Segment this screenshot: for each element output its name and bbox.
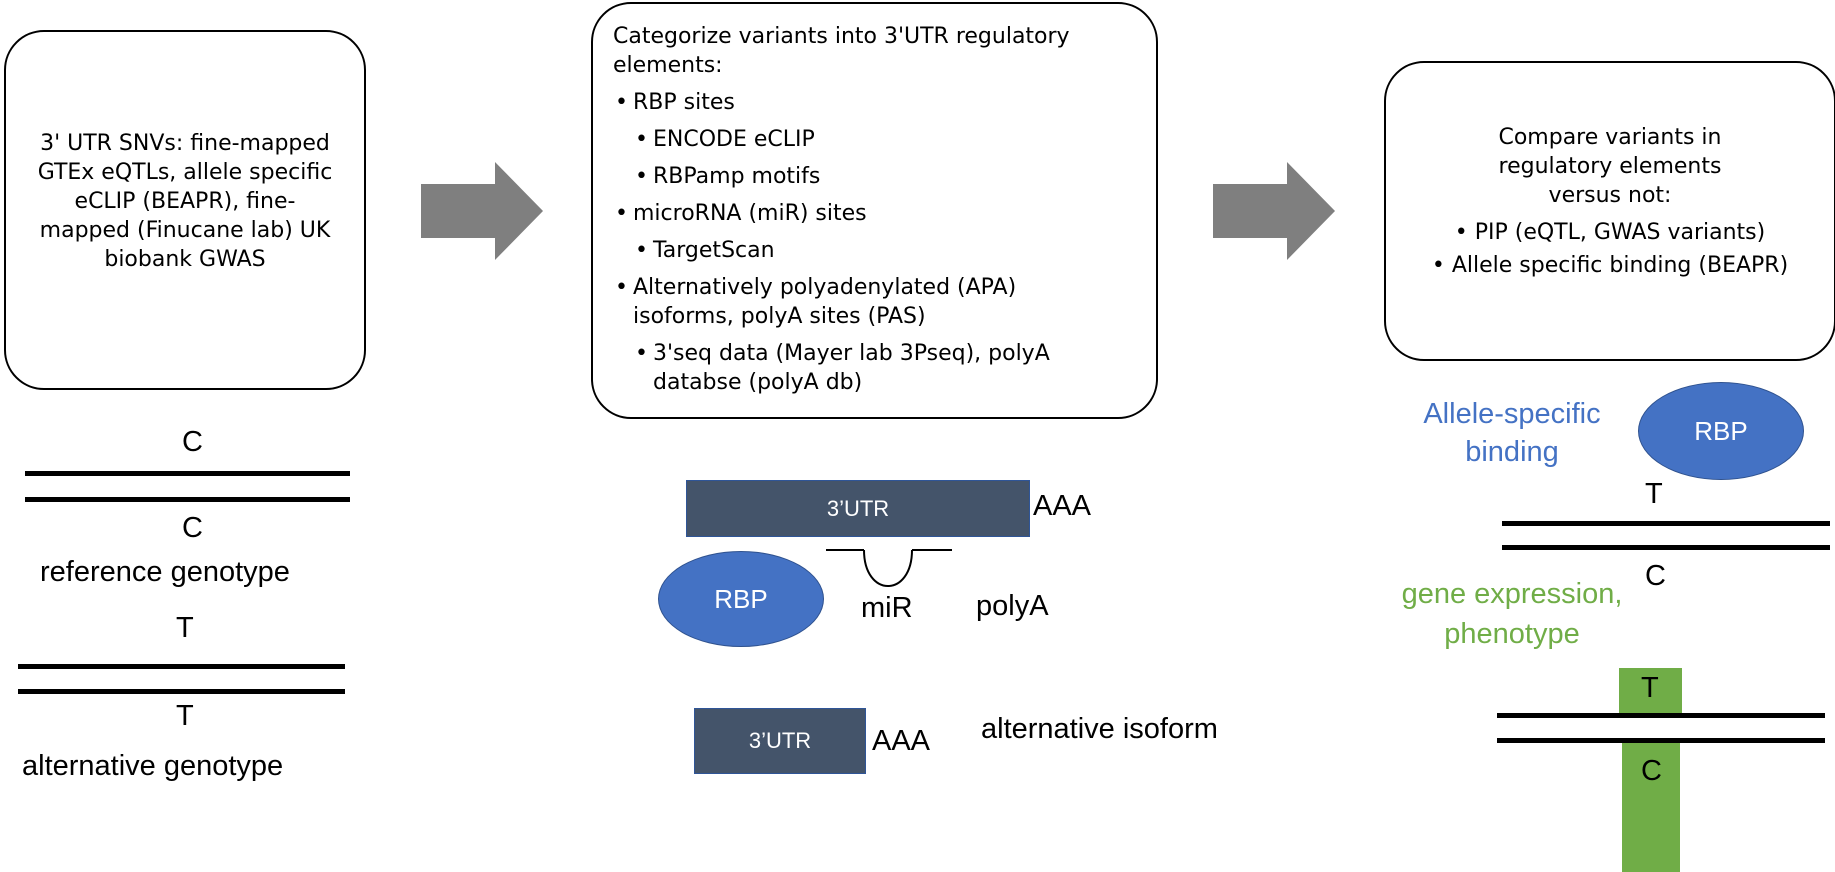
strand-line — [25, 471, 350, 476]
reference-genotype-label: reference genotype — [40, 556, 290, 588]
category-list: RBP sites ENCODE eCLIP RBPamp motifs mic… — [613, 88, 1133, 397]
bound-allele-top: T — [1645, 478, 1663, 510]
expression-bar-top — [1619, 668, 1682, 716]
ref-top-allele: C — [182, 426, 203, 458]
categorize-heading: Categorize variants into 3'UTR regulator… — [613, 24, 1070, 78]
compare-heading: Compare variants in regulatory elements … — [1498, 125, 1722, 208]
category-item: microRNA (miR) sites — [613, 199, 1133, 228]
alt-top-allele: T — [176, 612, 194, 644]
allele-specific-binding-label: Allele-specific binding — [1423, 398, 1601, 468]
input-variants-box: 3' UTR SNVs: fine-mapped GTEx eQTLs, all… — [4, 30, 366, 390]
compare-item: • PIP (eQTL, GWAS variants) — [1454, 220, 1766, 245]
rbp-ellipse: RBP — [658, 551, 824, 647]
strand-line — [1502, 545, 1830, 550]
alt-bottom-allele: T — [176, 700, 194, 732]
polya-tail-label: AAA — [1033, 490, 1092, 522]
strand-line — [18, 689, 345, 694]
expression-bar-bottom — [1622, 743, 1680, 872]
mirna-hairpin-icon — [826, 549, 952, 587]
compare-box: Compare variants in regulatory elements … — [1384, 61, 1835, 361]
strand-line — [1497, 713, 1825, 718]
strand-line — [18, 664, 345, 669]
mir-label: miR — [861, 592, 913, 624]
category-subitem: 3'seq data (Mayer lab 3Pseq), polyA data… — [633, 339, 1093, 397]
utr-short-bar: 3’UTR — [694, 708, 866, 774]
expression-allele-bottom: C — [1641, 755, 1662, 787]
strand-line — [1497, 738, 1825, 743]
category-item: RBP sites — [613, 88, 1133, 117]
bound-allele-bottom: C — [1645, 560, 1666, 592]
category-subitem: RBPamp motifs — [633, 162, 1133, 191]
input-variants-text: 3' UTR SNVs: fine-mapped GTEx eQTLs, all… — [37, 130, 333, 272]
polya-label: polyA — [976, 590, 1049, 622]
alternative-isoform-label: alternative isoform — [981, 713, 1218, 745]
compare-item: • Allele specific binding (BEAPR) — [1431, 253, 1789, 278]
right-arrow-icon — [1213, 162, 1335, 260]
expression-allele-top: T — [1641, 672, 1659, 704]
category-subitem: ENCODE eCLIP — [633, 125, 1133, 154]
polya-tail-label: AAA — [872, 725, 931, 757]
strand-line — [1502, 521, 1830, 526]
category-subitem: TargetScan — [633, 236, 1133, 265]
gene-expression-label: gene expression, phenotype — [1401, 578, 1623, 650]
rbp-ellipse: RBP — [1638, 382, 1804, 480]
utr-long-bar: 3’UTR — [686, 480, 1030, 537]
right-arrow-icon — [421, 162, 543, 260]
category-item: Alternatively polyadenylated (APA) isofo… — [613, 273, 1053, 331]
alternative-genotype-label: alternative genotype — [22, 750, 284, 782]
strand-line — [25, 497, 350, 502]
ref-bottom-allele: C — [182, 512, 203, 544]
categorize-box: Categorize variants into 3'UTR regulator… — [591, 2, 1158, 419]
